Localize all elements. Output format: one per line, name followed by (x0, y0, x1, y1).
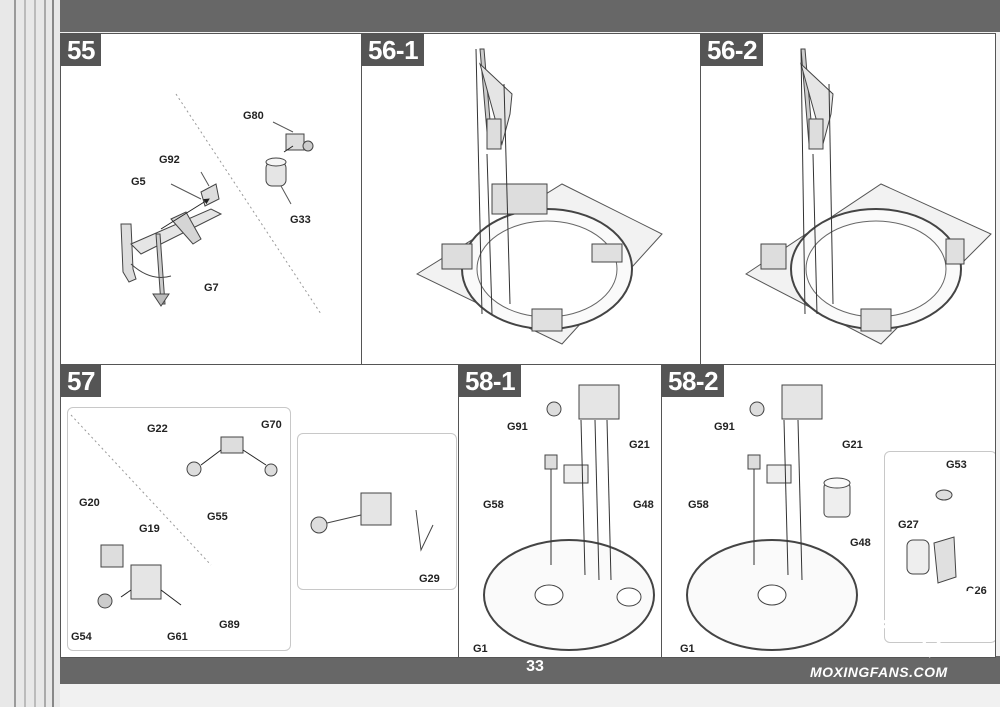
bottom-band (60, 656, 1000, 684)
part-label: G21 (842, 439, 863, 451)
top-band (60, 0, 1000, 32)
part-label: G91 (507, 421, 528, 433)
part-label: G92 (159, 154, 180, 166)
part-label: G7 (204, 282, 219, 294)
part-label: G53 (946, 459, 967, 471)
step-number: 56-2 (701, 34, 764, 66)
part-label: G22 (147, 423, 168, 435)
part-label: G5 (131, 176, 146, 188)
part-label: G33 (290, 214, 311, 226)
part-label: G20 (79, 497, 100, 509)
step-57-drawing (70, 414, 434, 609)
part-label: G48 (633, 499, 654, 511)
step-number: 58-1 (459, 365, 522, 397)
part-label: G21 (629, 439, 650, 451)
step-58-2-panel: 58-2 G91 G21 G58 G48 G53 G27 G26 G1 (661, 364, 996, 658)
page-edge (24, 0, 26, 707)
step-56-1-drawing (415, 48, 663, 345)
part-label: G27 (898, 519, 919, 531)
step-55-drawing (120, 93, 322, 315)
part-label: G1 (473, 643, 488, 655)
part-label: G58 (483, 499, 504, 511)
sub-assembly-box (67, 407, 291, 651)
part-label: G55 (207, 511, 228, 523)
page-edge (44, 0, 46, 707)
watermark: MOXINGFANS.COM (810, 664, 948, 680)
step-57-panel: 57 G22 G70 G55 G20 G19 G54 G61 G89 G29 (60, 364, 459, 658)
step-58-1-drawing (483, 384, 655, 651)
part-label: G1 (680, 643, 695, 655)
part-label: G48 (850, 537, 871, 549)
step-number: 56-1 (362, 34, 425, 66)
step-58-2-drawing (686, 384, 957, 651)
step-56-2-panel: 56-2 (700, 33, 996, 365)
part-label: G58 (688, 499, 709, 511)
part-label: G19 (139, 523, 160, 535)
part-label: G70 (261, 419, 282, 431)
page-number: 33 (526, 658, 544, 675)
step-58-1-panel: 58-1 G91 G21 G58 G48 G1 (458, 364, 662, 658)
page-edge (34, 0, 36, 707)
step-56-1-panel: 56-1 (361, 33, 701, 365)
part-label: G29 (419, 573, 440, 585)
page-edge (52, 0, 54, 707)
page-edge (14, 0, 16, 707)
step-number: 58-2 (662, 365, 725, 397)
step-56-2-drawing (745, 48, 992, 345)
part-label: G91 (714, 421, 735, 433)
step-number: 55 (61, 34, 101, 66)
step-number: 57 (61, 365, 101, 397)
paper-plane-logo (870, 587, 979, 659)
part-label: G89 (219, 619, 240, 631)
part-label: G80 (243, 110, 264, 122)
book-binding (0, 0, 60, 707)
part-label: G61 (167, 631, 188, 643)
part-label: G54 (71, 631, 92, 643)
step-55-panel: 55 G80 G92 G5 G33 G7 (60, 33, 362, 365)
